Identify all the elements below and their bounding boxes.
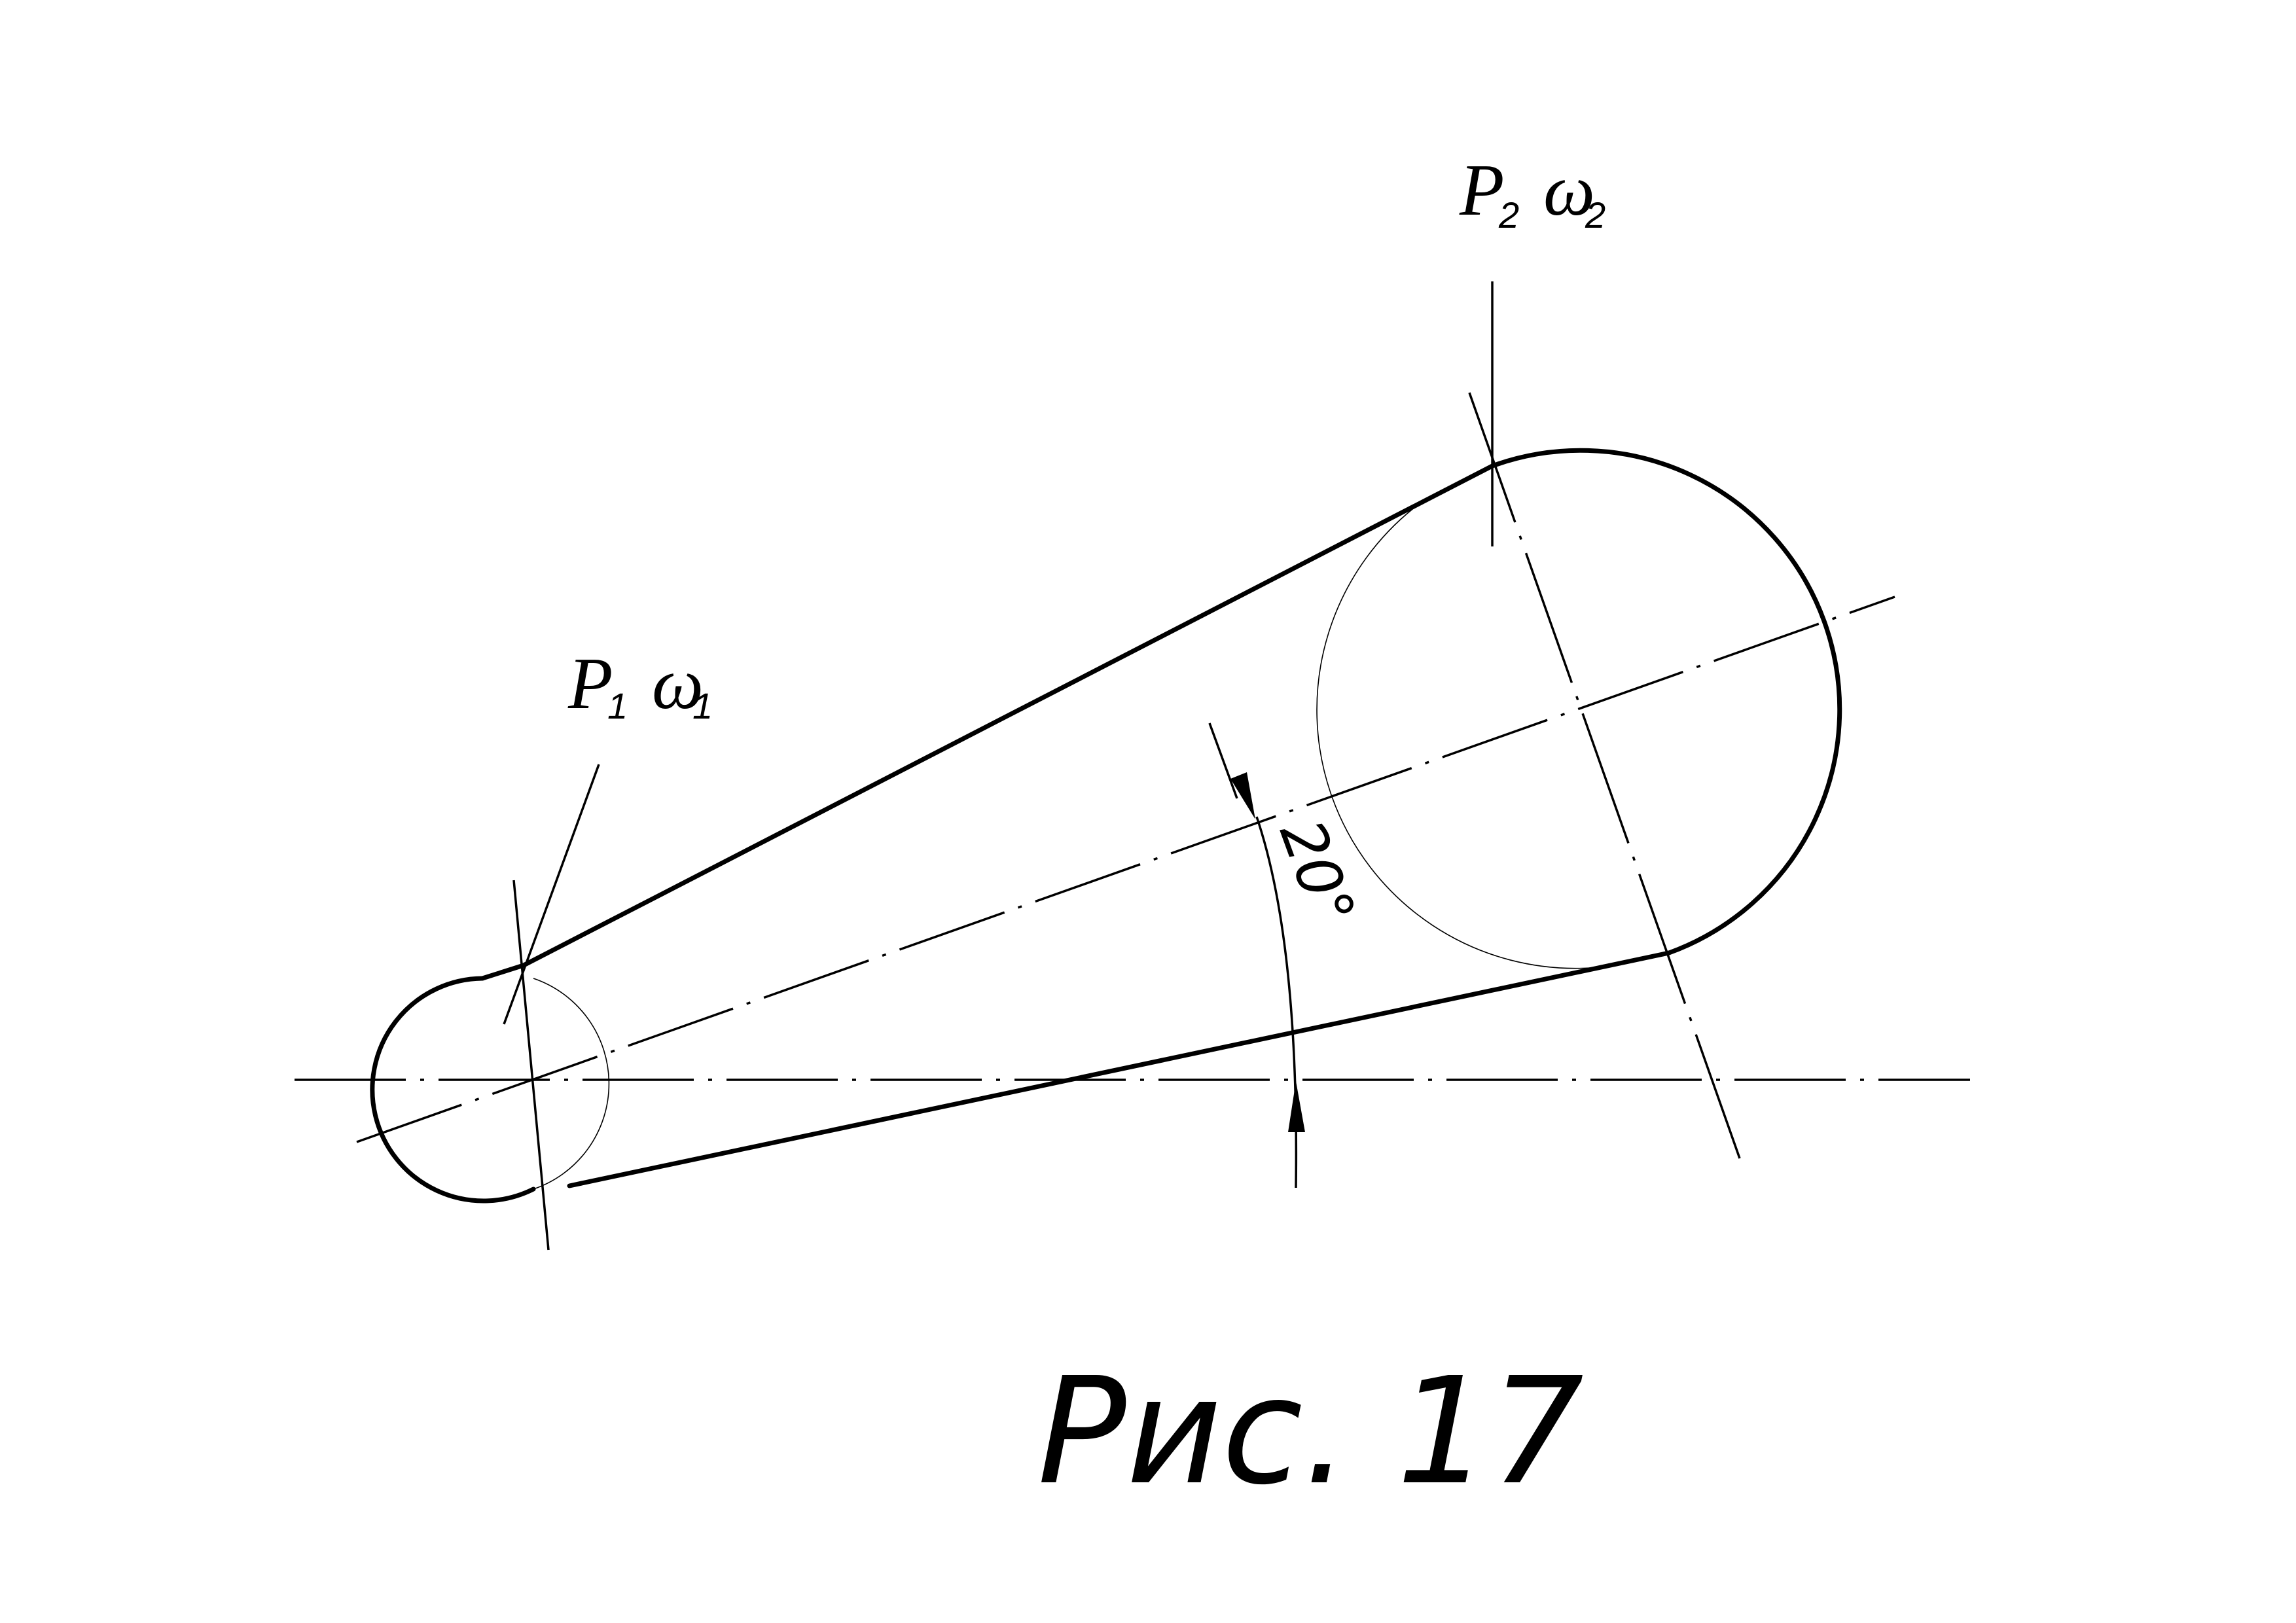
small-pulley-inner-arc [533, 978, 610, 1190]
small-pulley-force-line [503, 764, 600, 1025]
pulley2-label: P 2 ω 2 [1459, 150, 1605, 236]
pulley2-power-symbol: P [1459, 150, 1504, 231]
large-pulley-inner-arc [1316, 500, 1591, 969]
pulley2-omega-subscript: 2 [1585, 194, 1605, 236]
belt-upper-span [480, 463, 1495, 981]
pulley1-omega-symbol: ω [652, 643, 704, 724]
angle-extension-line [1208, 722, 1238, 799]
small-pulley-vertical-line [512, 880, 550, 1251]
small-pulley-outline [370, 976, 536, 1204]
large-pulley-outline [1490, 448, 1842, 955]
pulley1-power-symbol: P [567, 643, 613, 724]
pulley1-label: P 1 ω 1 [567, 643, 713, 726]
pulley2-power-subscript: 2 [1498, 194, 1519, 236]
figure-caption: Рис. 17 [1037, 1346, 1584, 1518]
angle-arrow-bottom [1288, 1081, 1305, 1132]
center-line [356, 596, 1895, 1143]
angle-arrow-top [1230, 772, 1255, 819]
belt-lower-span [567, 950, 1672, 1188]
pulley1-omega-subscript: 1 [692, 685, 713, 726]
large-pulley-radial-line [1468, 392, 1741, 1159]
pulley2-omega-symbol: ω [1543, 150, 1595, 231]
pulley1-power-subscript: 1 [607, 685, 628, 726]
